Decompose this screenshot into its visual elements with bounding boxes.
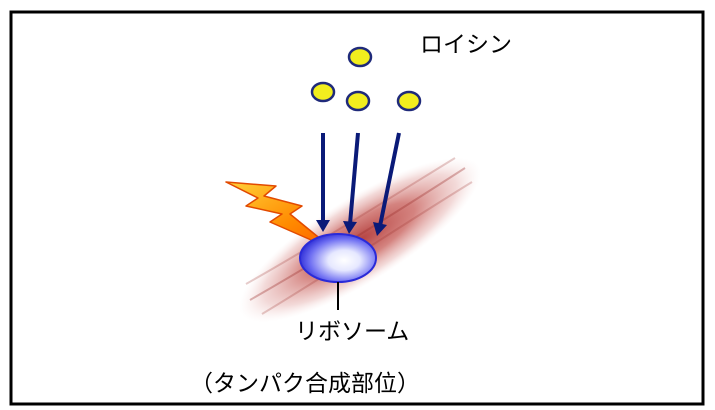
arrowhead-1 xyxy=(316,220,330,232)
arrow-2 xyxy=(348,132,360,225)
arrowhead-2 xyxy=(343,221,357,234)
leucine-molecule-icon xyxy=(345,90,371,112)
leucine-molecule-icon xyxy=(396,90,422,112)
arrow-3 xyxy=(378,132,401,227)
ribosome-icon xyxy=(299,233,377,283)
ribosome-sublabel: （タンパク合成部位） xyxy=(190,371,420,397)
leucine-molecule-icon xyxy=(347,46,373,68)
leucine-molecules xyxy=(310,46,422,112)
leucine-molecule-icon xyxy=(310,81,336,103)
leucine-label: ロイシン xyxy=(420,32,512,58)
arrowhead-3 xyxy=(373,222,387,236)
ribosome-label: リボソーム xyxy=(295,319,409,345)
uptake-arrows xyxy=(316,132,401,236)
